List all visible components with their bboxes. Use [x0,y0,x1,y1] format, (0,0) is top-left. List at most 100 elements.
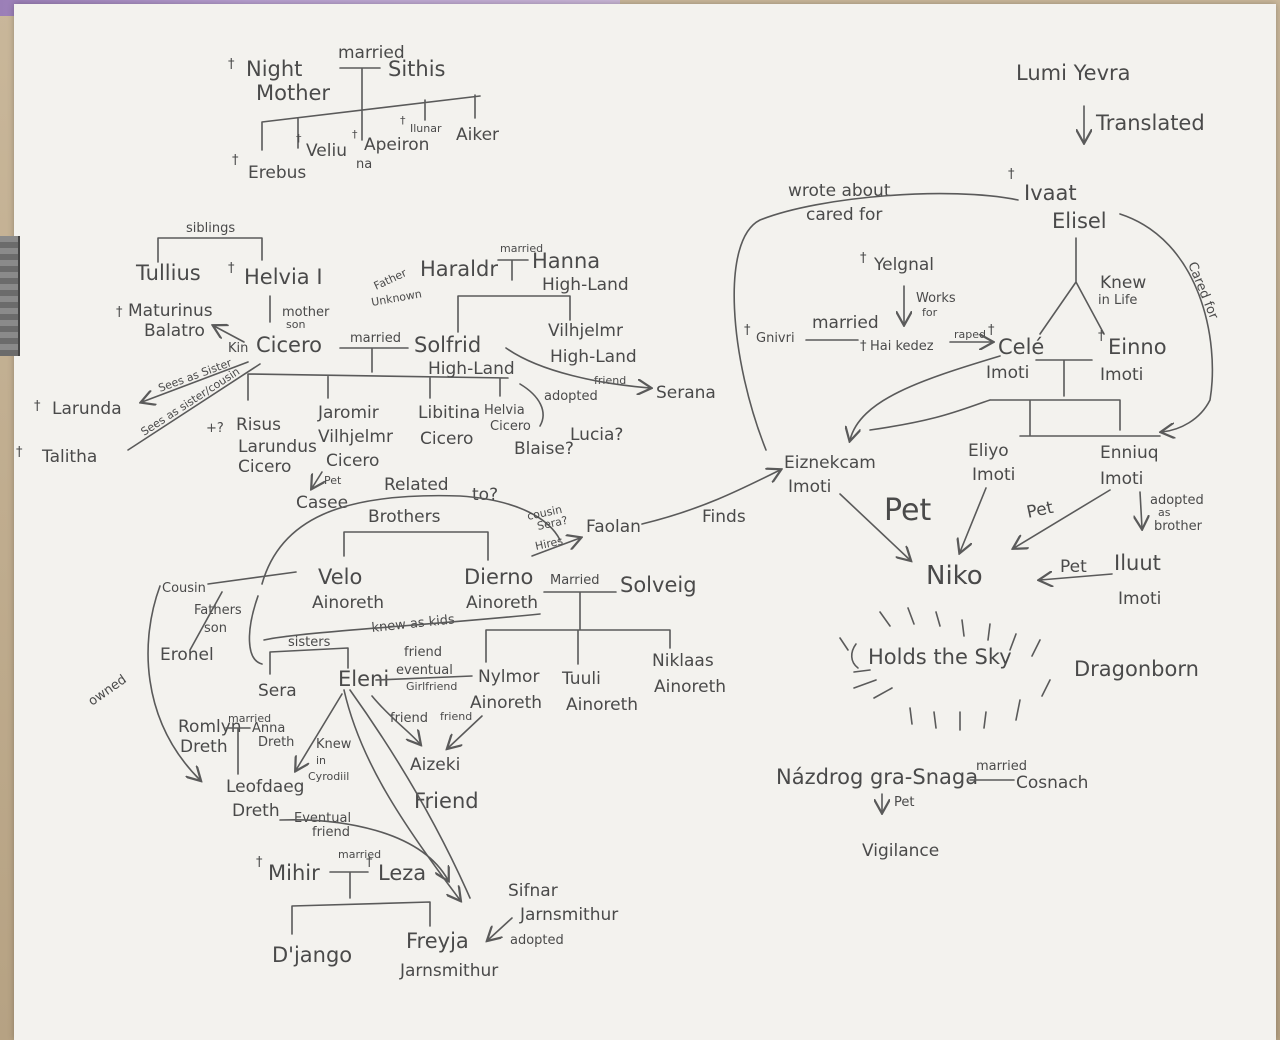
solfrid: Solfrid [414,333,481,357]
tuuli-ainoreth: Ainoreth [566,695,638,715]
fathers-son-line [189,591,223,651]
holds-the-sky-group: Holds the Sky Dragonborn [839,607,1199,731]
veliuana2: na [356,157,372,172]
dagger: † [296,132,302,145]
anna-dreth: Dreth [258,735,294,750]
nazdrog-group: Názdrog gra-Snaga married Cosnach Pet Vi… [776,759,1088,861]
dagger: † [744,323,751,338]
son-label: son [286,318,305,331]
brothers-bracket [343,531,489,561]
cousin-sera-2: Sera? [536,514,569,533]
eleni-aizeki-arrow [371,695,420,744]
friend-eventual: friend [404,645,442,660]
cyrodiil-label: Cyrodiil [308,770,349,783]
hires-arrow [531,538,580,557]
eliyo: Eliyo [968,441,1009,461]
enniuq-niko-arrow [1014,489,1111,548]
dagger: † [228,57,235,72]
larunda: Larunda [52,399,122,419]
freyja-jarnsmithur: Jarnsmithur [399,961,498,981]
solveig: Solveig [620,573,697,597]
velo: Velo [318,565,362,589]
adopted-label-3: adopted [1150,493,1204,508]
adopted-curve [519,383,544,427]
risus: Risus [236,415,281,435]
pet-label-2: Pet [1025,498,1056,523]
dagger: † [232,153,239,168]
eliyo-imoti: Imoti [972,465,1015,485]
married-label-6: married [338,848,381,861]
ivaat: Ivaat [1024,181,1077,205]
eronel: Eronel [160,645,214,665]
plus-question: +? [206,421,224,436]
cared-for-curve [1119,213,1214,432]
cele: Celé [998,335,1044,359]
tullius: Tullius [135,261,201,285]
mihir-leza-tree [291,871,431,935]
jaromir: Jaromir [317,403,379,423]
imoti-family: Lumi Yevra Translated † Ivaat Elisel wro… [733,61,1221,609]
haraldr-hanna-tree [457,259,571,333]
hanna-highland: High-Land [542,275,629,295]
risus-larundus: Larundus [238,437,317,457]
siblings-bracket [157,237,263,263]
vilhjelmr: Vilhjelmr [548,321,623,341]
brother-label: brother [1154,519,1203,534]
translated-label: Translated [1095,111,1205,135]
sifnar-adopted-arrow [488,917,513,940]
eleni-freyja-arrow-2 [349,689,471,899]
finds-arrow [641,470,780,525]
pet-label-1: Pet [324,474,342,487]
eleni: Eleni [338,667,389,691]
friend-big: Friend [414,789,479,813]
adopted-brother-arrow [1140,491,1142,528]
sky-bracket-left [850,643,859,669]
blaise: Blaise? [514,439,574,459]
vigilance: Vigilance [862,841,939,861]
son-label-2: son [204,621,227,636]
owned-arrow [147,585,200,780]
yelgnal: Yelgnal [873,255,934,275]
as-label: as [1158,506,1171,519]
eleni-freyja-arrow [343,689,460,900]
siblings-label: siblings [186,221,235,236]
dagger: † [988,323,995,338]
mihir-family: † Mihir married † Leza D'jango Freyja Ja… [256,848,618,981]
dagger: † [34,399,41,414]
einno: Einno [1108,335,1167,359]
nylmor: Nylmor [478,667,539,687]
sera-link [248,595,263,665]
libitina: Libitina [418,403,480,423]
niko: Niko [926,561,983,591]
romlyn-anna-line [225,727,251,775]
jaromir-vilhjelmr: Vilhjelmr [318,427,393,447]
in-life-label: in Life [1098,293,1137,308]
vilhjelmr-highland: High-Land [550,347,637,367]
leofdaeg-dreth: Dreth [232,801,280,821]
dierno-solveig-tree [485,591,671,665]
romlyn-dreth: Dreth [180,737,228,757]
ilunar: Ilunar [410,122,442,135]
faolan: Faolan [586,517,641,537]
tape-strip [0,236,20,356]
velo-ainoreth: Ainoreth [312,593,384,613]
knew-as-kids: knew as kids [371,612,456,636]
lumi-yevra: Lumi Yevra [1016,61,1131,85]
dagger: † [366,855,373,870]
knew-as-kids-line [263,613,541,641]
adopted-label-1: adopted [544,389,598,404]
tuuli: Tuuli [561,669,601,689]
freyja: Freyja [406,929,469,953]
helvia-i: Helvia I [244,265,323,289]
cared-for-2: Cared for [1184,260,1221,322]
dagger: † [860,251,867,266]
balatro: Balatro [144,321,205,341]
sera: Sera [258,681,297,701]
pet-arrow-1 [312,471,322,488]
gnivri: Gnivri [756,331,795,346]
sifnar-jarnsmithur: Jarnsmithur [519,905,618,925]
friend-eventual-2: eventual [396,663,453,678]
raped-label: raped [954,328,986,341]
kin-arrow [214,326,245,343]
